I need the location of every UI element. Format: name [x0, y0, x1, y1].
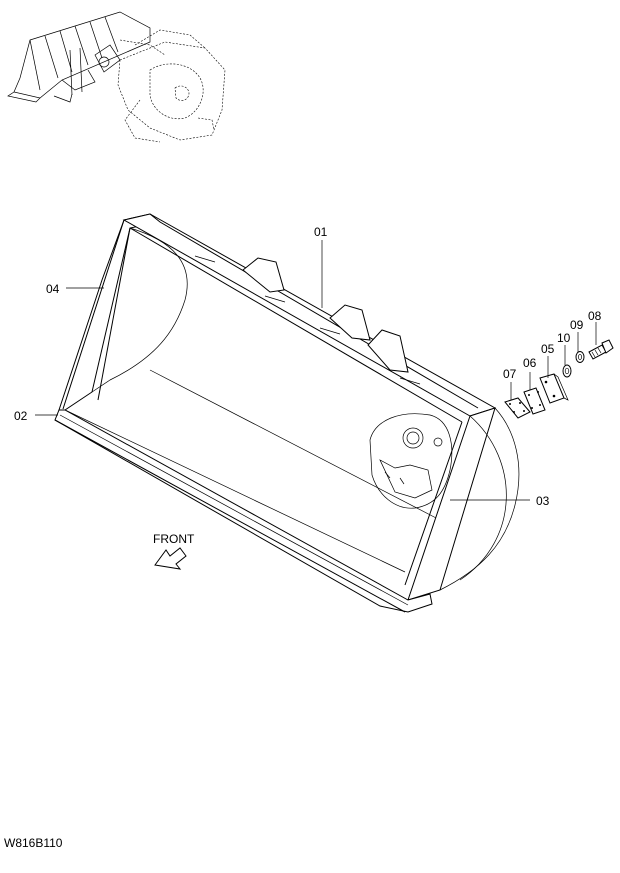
label-part-03: 03: [536, 494, 550, 508]
inset-loader-thumbnail: [7, 11, 226, 143]
label-part-09: 09: [570, 318, 584, 332]
hardware-parts: [504, 339, 614, 419]
part-08-bolt: [588, 339, 614, 360]
part-10-washer: [562, 364, 572, 378]
drawing-code: W816B110: [4, 836, 63, 850]
label-part-06: 06: [523, 356, 537, 370]
part-07-plate: [504, 397, 531, 419]
leader-lines: [35, 240, 597, 501]
right-side-plate: [407, 407, 496, 601]
label-part-05: 05: [541, 342, 555, 356]
part-05-block: [539, 373, 565, 404]
cutting-edge: [54, 409, 433, 613]
label-part-10: 10: [557, 331, 571, 345]
front-label: FRONT: [153, 532, 195, 546]
label-part-07: 07: [503, 367, 517, 381]
label-part-08: 08: [588, 309, 602, 323]
bucket-assembly: [54, 213, 520, 613]
label-part-02: 02: [14, 409, 28, 423]
label-part-01: 01: [314, 225, 328, 239]
label-part-04: 04: [46, 282, 60, 296]
part-09-lockwasher: [575, 351, 585, 363]
front-arrow: [154, 547, 187, 570]
